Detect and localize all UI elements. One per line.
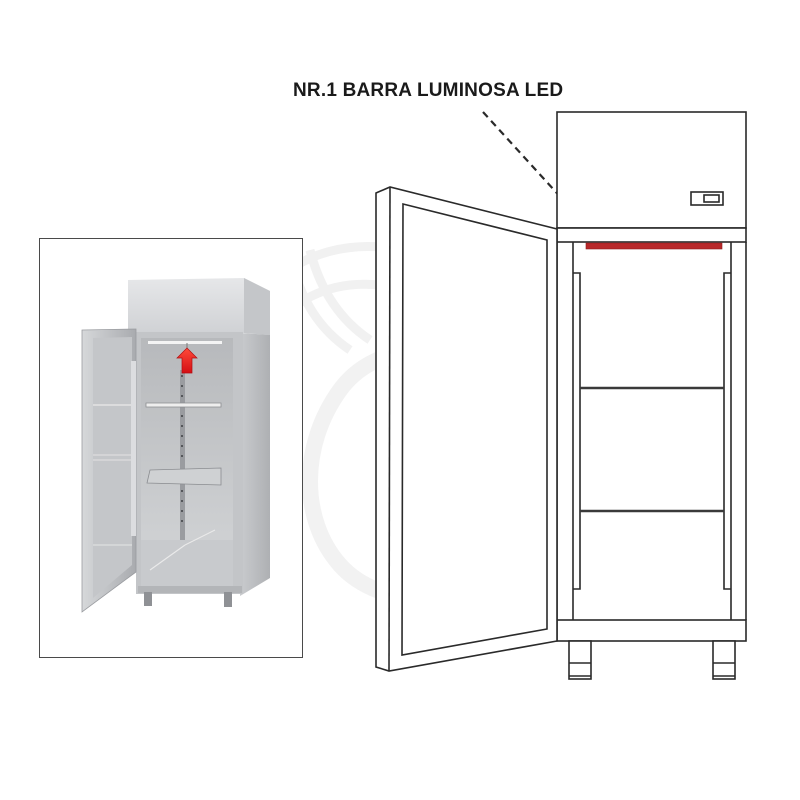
- photo-cabinet-side: [240, 333, 270, 596]
- pointer-dashed-line: [482, 111, 597, 237]
- photo-leg-right: [224, 592, 232, 607]
- photo-shelf-upper: [145, 402, 222, 408]
- photo-led-strip: [148, 341, 222, 344]
- photo-shelf-lower: [146, 467, 222, 486]
- rail-right: [723, 272, 731, 590]
- led-bar-label: NR.1 BARRA LUMINOSA LED: [293, 80, 564, 101]
- leg-right: [712, 640, 736, 680]
- led-light-bar: [585, 242, 723, 250]
- rail-left: [573, 272, 581, 590]
- cabinet-door-open: [375, 186, 558, 672]
- leg-left: [568, 640, 592, 680]
- cabinet-header-band: [556, 227, 747, 243]
- cabinet-base: [556, 619, 747, 642]
- photo-leg-left: [144, 592, 152, 606]
- photo-red-arrow-icon: [176, 343, 198, 374]
- photo-door: [81, 328, 137, 613]
- control-panel-icon: [690, 191, 724, 206]
- cabinet-top-box: [556, 111, 747, 229]
- photo-cabinet-top: [128, 278, 270, 335]
